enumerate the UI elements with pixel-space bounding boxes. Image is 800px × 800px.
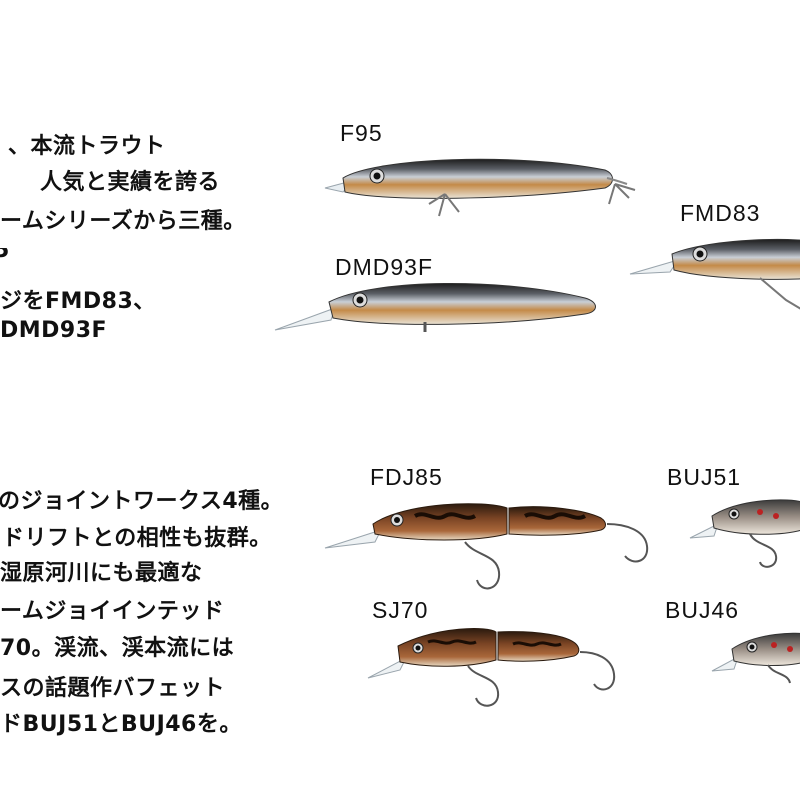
text-line: 、本流トラウト	[8, 134, 166, 159]
lure-fmd83	[629, 238, 800, 310]
text-line: 人気と実績を誇る	[40, 170, 221, 195]
text-line: のジョイントワークス4種。	[0, 489, 284, 514]
text-line: DMD93F	[0, 318, 108, 343]
text-line: ジをFMD83、	[0, 289, 156, 314]
lure-sj70	[367, 628, 616, 707]
text-line: ームジョイインテッド	[0, 599, 225, 624]
lure-label-sj70: SJ70	[372, 597, 429, 623]
lure-fdj85	[324, 503, 649, 590]
text-line: 70。渓流、渓本流には	[0, 636, 235, 661]
lure-buj51	[689, 499, 800, 568]
text-line: ドリフトとの相性も抜群。	[2, 526, 272, 551]
lure-label-fdj85: FDJ85	[370, 464, 443, 490]
lure-label-fmd83: FMD83	[680, 200, 761, 226]
lure-buj46	[711, 632, 800, 684]
text-line: 5	[0, 238, 10, 263]
text-line: スの話題作バフェット	[0, 676, 226, 701]
lure-dmd93f	[274, 282, 596, 332]
lure-label-dmd93f: DMD93F	[335, 254, 434, 280]
lure-label-buj46: BUJ46	[665, 597, 740, 623]
lure-label-f95: F95	[340, 120, 383, 146]
text-line: ームシリーズから三種。	[0, 209, 246, 234]
lure-label-buj51: BUJ51	[667, 464, 742, 490]
lure-f95	[324, 158, 636, 217]
text-line: ドBUJ51とBUJ46を。	[0, 712, 242, 737]
text-line: 湿原河川にも最適な	[0, 561, 203, 586]
